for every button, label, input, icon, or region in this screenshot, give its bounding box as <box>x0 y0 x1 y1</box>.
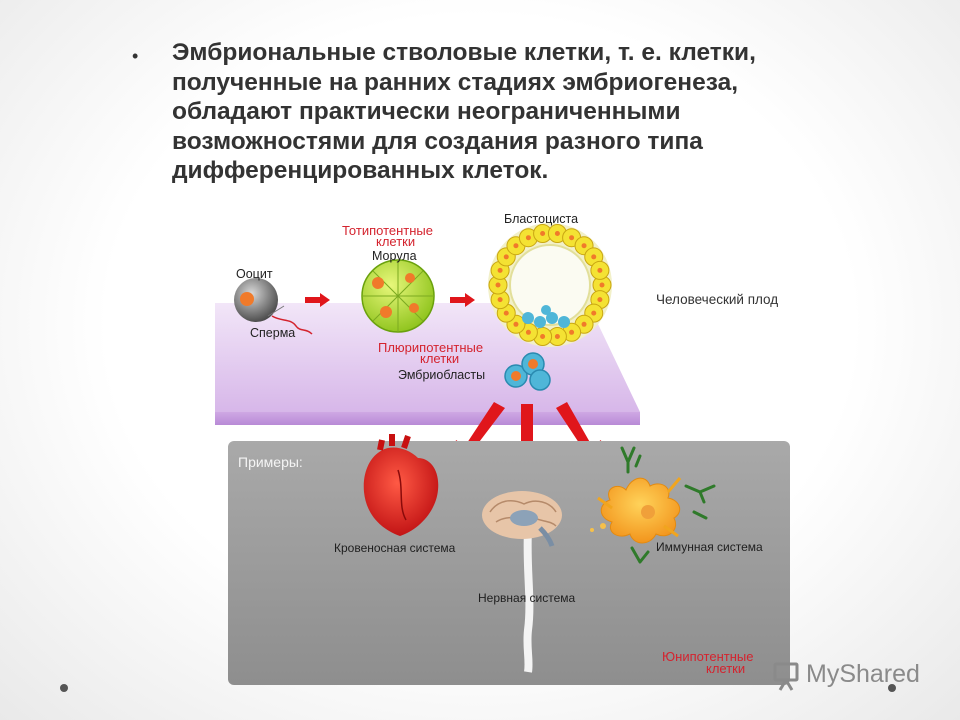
sperm-label: Сперма <box>250 326 296 340</box>
pluripotent-label-line1: Плюрипотентные <box>378 340 484 355</box>
blastocyst-cell-nucleus <box>525 235 531 241</box>
antibody-icons <box>620 446 716 564</box>
blastocyst-cell-nucleus <box>554 231 560 237</box>
blastocyst-cell-nucleus <box>497 267 503 273</box>
presentation-icon <box>773 662 799 691</box>
unipotent-label-line1: Юнипотентные <box>662 649 754 664</box>
blastocyst-cell-nucleus <box>597 267 603 273</box>
bullet-marker: • <box>132 46 139 66</box>
blastocyst-cell-nucleus <box>495 282 501 288</box>
totipotent-label-line1: Тотипотентные <box>342 223 433 238</box>
pluripotent-label-line2: клетки <box>420 351 460 366</box>
blastocyst-label: Бластоциста <box>504 212 579 226</box>
watermark-text: MyShared <box>806 660 920 688</box>
blastocyst-cell-nucleus <box>540 333 546 339</box>
morula-label: Морула <box>372 249 417 263</box>
examples-panel <box>228 441 790 685</box>
spinal-cord <box>523 529 534 673</box>
blastocyst-cell-nucleus <box>597 297 603 303</box>
blastocyst-cell-nucleus <box>513 243 519 249</box>
blastocyst-cell <box>488 223 612 347</box>
watermark-logo: MyShared <box>770 658 930 692</box>
immune-system-label: Иммунная система <box>656 540 763 554</box>
unipotent-label-line2: клетки <box>706 661 746 676</box>
human-fetus-label: Человеческий плод <box>656 292 779 307</box>
blastocyst-cell-nucleus <box>525 329 531 335</box>
oocyte-label: Ооцит <box>236 267 273 281</box>
morula-cell <box>361 259 435 333</box>
blastocyst-cell-nucleus <box>599 282 605 288</box>
bullet-text: Эмбриональные стволовые клетки, т. е. кл… <box>172 39 756 184</box>
blastocyst-cell-nucleus <box>591 254 597 260</box>
nervous-system-label: Нервная система <box>478 591 576 605</box>
examples-title: Примеры: <box>238 454 303 470</box>
blastocyst-cell-nucleus <box>503 254 509 260</box>
blastocyst-cell-nucleus <box>569 235 575 241</box>
blastocyst-cell-nucleus <box>591 310 597 316</box>
inner-cell-mass <box>522 305 570 328</box>
immune-cell-icon <box>590 477 682 544</box>
nav-dot-prev[interactable] <box>60 684 68 692</box>
totipotent-label-line2: клетки <box>376 234 416 249</box>
blastocyst-cell-nucleus <box>497 297 503 303</box>
embryoblasts-label: Эмбриобласты <box>398 368 486 382</box>
blastocyst-cell-nucleus <box>554 333 560 339</box>
brain-icon <box>482 491 562 547</box>
nav-dot-next[interactable] <box>888 684 896 692</box>
blastocyst-cell-nucleus <box>569 329 575 335</box>
blastocyst-cell-nucleus <box>503 310 509 316</box>
oocyte-cell <box>234 278 313 335</box>
blastocyst-cell-nucleus <box>513 321 519 327</box>
blastocyst-cell-nucleus <box>581 243 587 249</box>
blastocyst-cell-nucleus <box>540 231 546 237</box>
progress-arrows <box>305 293 475 307</box>
heart-icon <box>363 434 439 536</box>
circulatory-system-label: Кровеносная система <box>334 541 456 555</box>
embryoblast-cluster <box>504 352 551 391</box>
blastocyst-cell-nucleus <box>581 321 587 327</box>
